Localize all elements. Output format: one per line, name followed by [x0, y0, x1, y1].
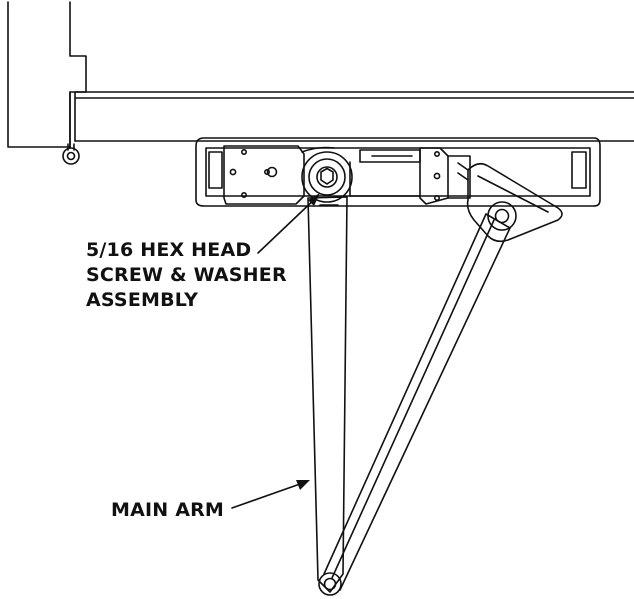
forearm: [323, 213, 511, 591]
callout-line-3: ASSEMBLY: [86, 289, 199, 311]
door-leaf: [74, 91, 634, 142]
callout-line-1: 5/16 HEX HEAD: [86, 239, 252, 261]
leader-screw: [257, 195, 319, 254]
arm-bracket: [466, 162, 563, 243]
callout-hex-head-screw: 5/16 HEX HEAD SCREW & WASHER ASSEMBLY: [86, 238, 287, 313]
leader-main-arm: [231, 483, 301, 509]
arrowhead-screw: [308, 193, 320, 206]
callout-main-arm: MAIN ARM: [111, 498, 224, 523]
hex-head-screw: [301, 151, 353, 203]
callout-line-2: SCREW & WASHER: [86, 264, 287, 286]
callout-main-arm-text: MAIN ARM: [111, 499, 225, 521]
main-arm: [307, 196, 348, 596]
arrowhead-main-arm: [296, 480, 310, 490]
closer-body: [195, 137, 601, 207]
hinge-knuckle: [62, 143, 80, 165]
